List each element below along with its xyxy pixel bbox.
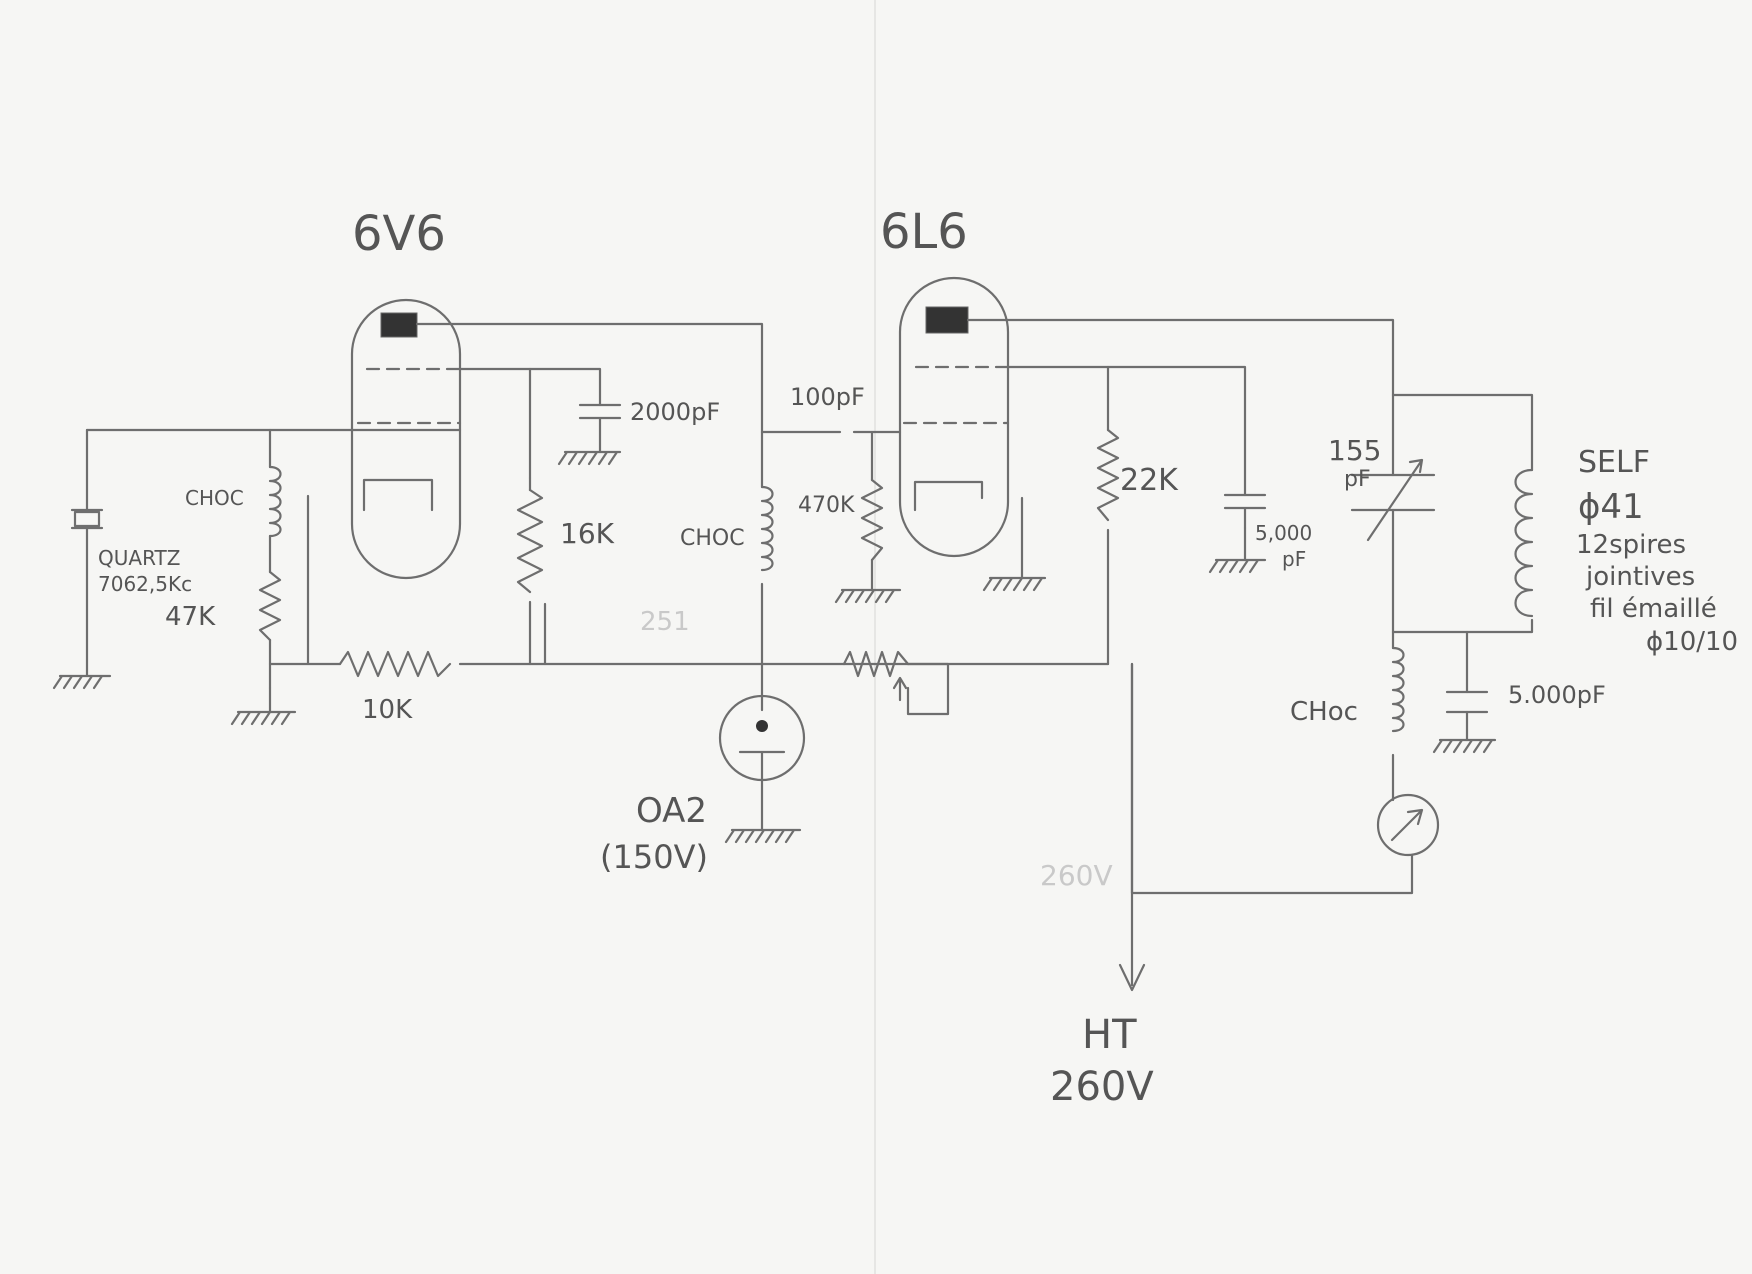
screen-resistor-label: 16K — [560, 517, 615, 550]
regulator-voltage-label: (150V) — [600, 838, 708, 876]
tank-coil — [1514, 468, 1534, 618]
coil-turns: 12spires — [1576, 530, 1686, 560]
wiring — [85, 318, 1534, 992]
grid-choke — [268, 465, 282, 538]
regulator-tube-label: OA2 — [636, 791, 707, 831]
tube-6v6-label: 6V6 — [352, 206, 446, 262]
ground-symbols — [52, 450, 1497, 844]
tube-6l6-label: 6L6 — [880, 204, 968, 260]
ht-voltage-label: 260V — [1050, 1064, 1154, 1110]
pa-screen-capacitor-label-a: 5,000 — [1255, 521, 1312, 545]
grid-resistor-47k — [258, 570, 282, 642]
svg-text:260V: 260V — [1040, 859, 1113, 892]
plate-choke — [1391, 646, 1405, 733]
coupling-capacitor-label: 100pF — [790, 383, 865, 411]
variable-capacitor-label-a: 155 — [1328, 434, 1381, 467]
coil-diameter: ϕ41 — [1578, 487, 1644, 527]
coupling-choke-label: CHOC — [680, 526, 745, 551]
plate-choke-label: CHoc — [1290, 697, 1358, 727]
coupling-choke — [760, 485, 774, 572]
coil-wire: fil émaillé — [1590, 594, 1717, 624]
series-resistor-10k — [338, 650, 452, 678]
pa-screen-capacitor-label-b: pF — [1282, 547, 1306, 571]
bypass-capacitor-label: 5.000pF — [1508, 681, 1606, 709]
bypass-capacitor — [1445, 690, 1489, 714]
variable-capacitor-label-b: pF — [1344, 467, 1371, 492]
potentiometer — [842, 650, 910, 702]
coil-wire-diameter: ϕ10/10 — [1646, 627, 1738, 657]
crystal-freq-label: 7062,5Kc — [98, 572, 192, 596]
pa-grid-resistor-label: 470K — [798, 493, 855, 518]
screen-capacitor-label: 2000pF — [630, 398, 720, 426]
svg-text:251: 251 — [640, 607, 690, 637]
screen-capacitor-2000pf — [578, 403, 622, 454]
series-resistor-label: 10K — [362, 695, 413, 725]
coil-title: SELF — [1578, 445, 1650, 480]
grid-choke-label: CHOC — [185, 486, 244, 510]
pa-screen-capacitor — [1223, 493, 1267, 530]
crystal-name-label: QUARTZ — [98, 546, 180, 570]
quartz-crystal — [70, 508, 104, 530]
grid-resistor-label: 47K — [165, 602, 216, 632]
coil-wound: jointives — [1585, 562, 1695, 592]
oa2-regulator-tube — [718, 694, 806, 832]
bleed-through: 251 260V — [640, 0, 1113, 1274]
pa-screen-resistor-22k — [1096, 428, 1120, 522]
variable-capacitor — [1350, 458, 1436, 542]
ht-label: HT — [1082, 1012, 1137, 1058]
pa-screen-resistor-label: 22K — [1120, 463, 1179, 498]
screen-resistor-16k — [516, 488, 544, 594]
plate-meter — [1376, 793, 1440, 857]
tube-6v6 — [350, 298, 462, 580]
tube-6l6 — [898, 276, 1010, 558]
pa-grid-resistor-470k — [860, 478, 884, 562]
